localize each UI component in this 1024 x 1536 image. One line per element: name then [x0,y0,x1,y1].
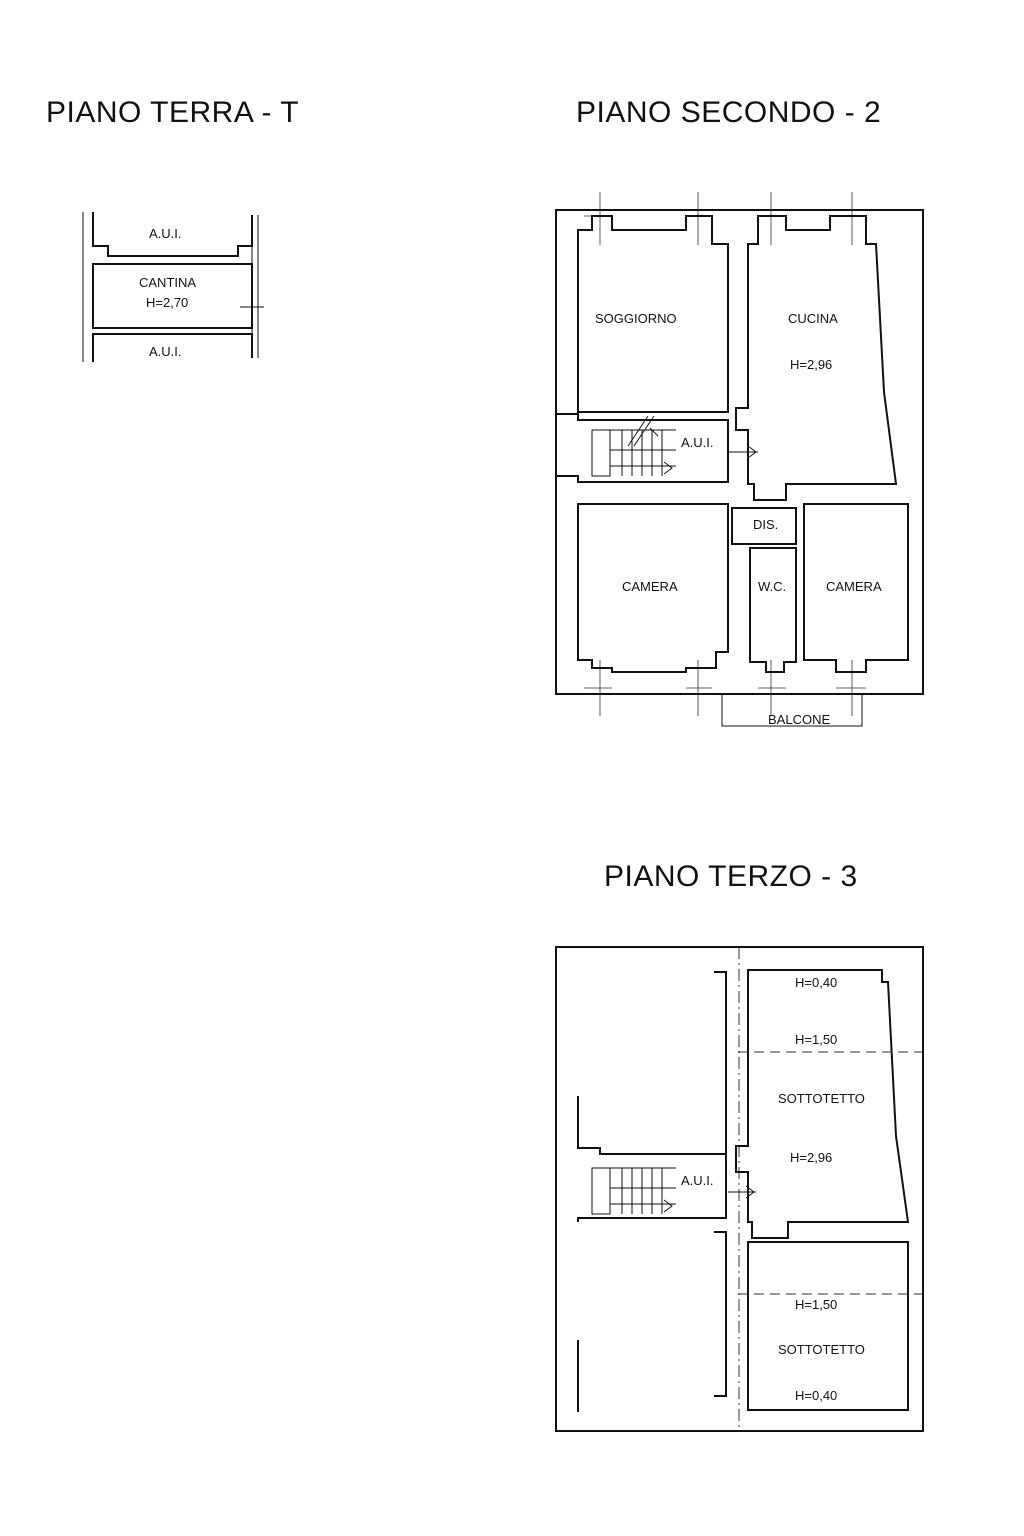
third-aui-label: A.U.I. [681,1173,714,1188]
third-sottotetto-lower-label: SOTTOTETTO [778,1342,865,1357]
third-h-upper-center-label: H=2,96 [790,1150,832,1165]
second-cucina-label: CUCINA [788,311,838,326]
third-floor-plan: H=0,40 H=1,50 SOTTOTETTO H=2,96 A.U.I. H… [555,946,924,1432]
second-dis-label: DIS. [753,517,778,532]
third-h-bottom-label: H=0,40 [795,1388,837,1403]
ground-floor-plan: A.U.I. CANTINA H=2,70 A.U.I. [82,212,264,362]
second-aui-label: A.U.I. [681,435,714,450]
second-camera-right-label: CAMERA [826,579,882,594]
ground-cantina-height-label: H=2,70 [146,295,188,310]
title-third-floor: PIANO TERZO - 3 [604,860,858,893]
title-ground-floor: PIANO TERRA - T [46,96,300,129]
second-soggiorno-label: SOGGIORNO [595,311,677,326]
title-second-floor: PIANO SECONDO - 2 [576,96,882,129]
second-floor-plan: SOGGIORNO CUCINA H=2,96 A.U.I. DIS. CAME… [555,192,924,727]
ground-aui-bottom-label: A.U.I. [149,344,182,359]
third-h-top-label: H=0,40 [795,975,837,990]
ground-cantina-label: CANTINA [139,275,196,290]
second-camera-left-label: CAMERA [622,579,678,594]
ground-aui-top-label: A.U.I. [149,226,182,241]
third-h-lower-mid-label: H=1,50 [795,1297,837,1312]
third-h-upper-mid-label: H=1,50 [795,1032,837,1047]
second-wc-label: W.C. [758,579,786,594]
second-balcone-label: BALCONE [768,712,830,727]
third-sottotetto-upper-label: SOTTOTETTO [778,1091,865,1106]
second-cucina-height-label: H=2,96 [790,357,832,372]
